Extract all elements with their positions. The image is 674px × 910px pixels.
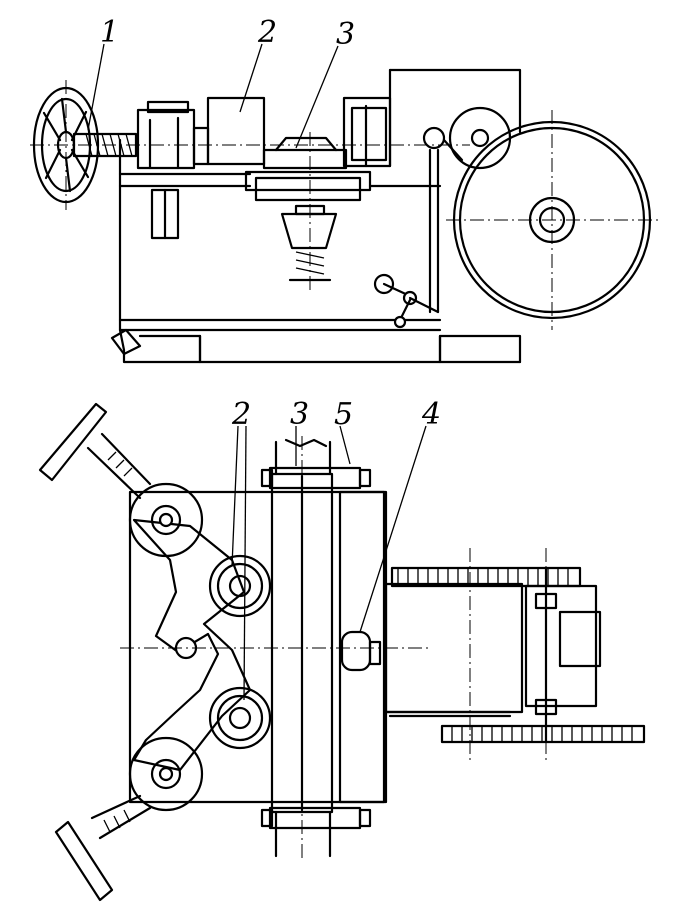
callout-guide-rod: 5 (334, 397, 353, 432)
gear-drive (384, 566, 646, 744)
bearing-housing (136, 100, 210, 170)
press-rollers (128, 482, 272, 812)
right-housing (342, 96, 392, 168)
linkage-lever (373, 126, 446, 329)
callout-cam: 4 (421, 397, 441, 432)
callout-rollers: 2 (231, 397, 251, 432)
plan-view (38, 402, 646, 902)
callout-slide-top: 3 (336, 17, 355, 52)
callout-motor: 2 (257, 15, 277, 50)
cam-follower (340, 630, 382, 672)
die-holder (280, 204, 338, 282)
drive-motor (206, 96, 266, 166)
machine-frame (110, 68, 522, 364)
side-elevation-view (30, 43, 660, 364)
vertical-guide (150, 188, 180, 240)
slide-carriage (244, 136, 372, 202)
callout-slide-bottom: 3 (290, 397, 309, 432)
guide-rods (260, 466, 372, 830)
adjusting-handwheels (38, 402, 152, 902)
callout-handwheel: 1 (100, 15, 119, 50)
